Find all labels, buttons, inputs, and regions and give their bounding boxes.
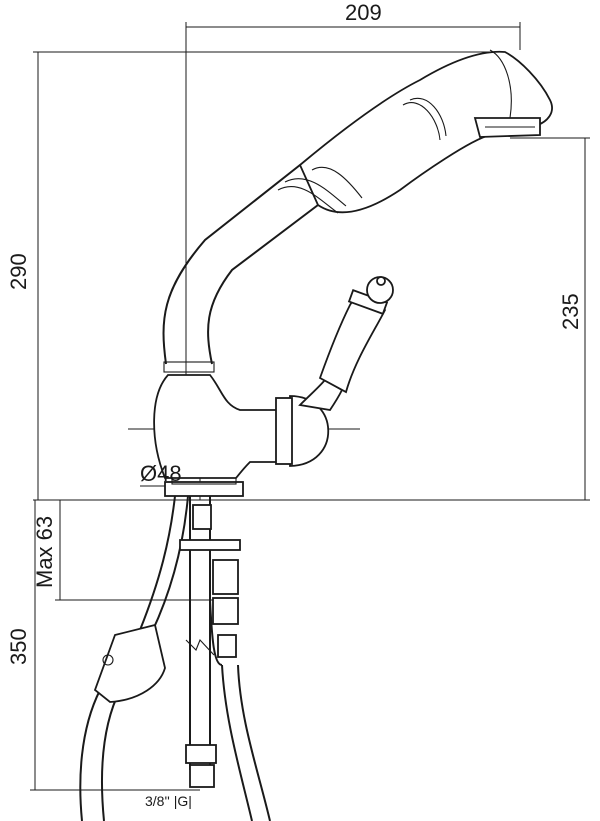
dimension-max-63: Max 63 [32, 516, 57, 588]
dimension-diameter: Ø48 [140, 461, 182, 486]
faucet-body [153, 361, 330, 497]
dimension-235: 235 [558, 293, 583, 330]
dimension-209: 209 [345, 0, 382, 25]
handshower-head [277, 49, 553, 214]
dimension-290: 290 [6, 253, 31, 290]
lever-handle [298, 276, 394, 411]
dimension-350: 350 [6, 628, 31, 665]
connection-size-label: 3/8'' |G| [145, 793, 192, 809]
spout-neck [162, 164, 319, 365]
hoses-connections [79, 495, 271, 821]
dimension-labels: 209 290 235 Ø48 Max 63 350 3/8'' |G| [6, 0, 583, 809]
